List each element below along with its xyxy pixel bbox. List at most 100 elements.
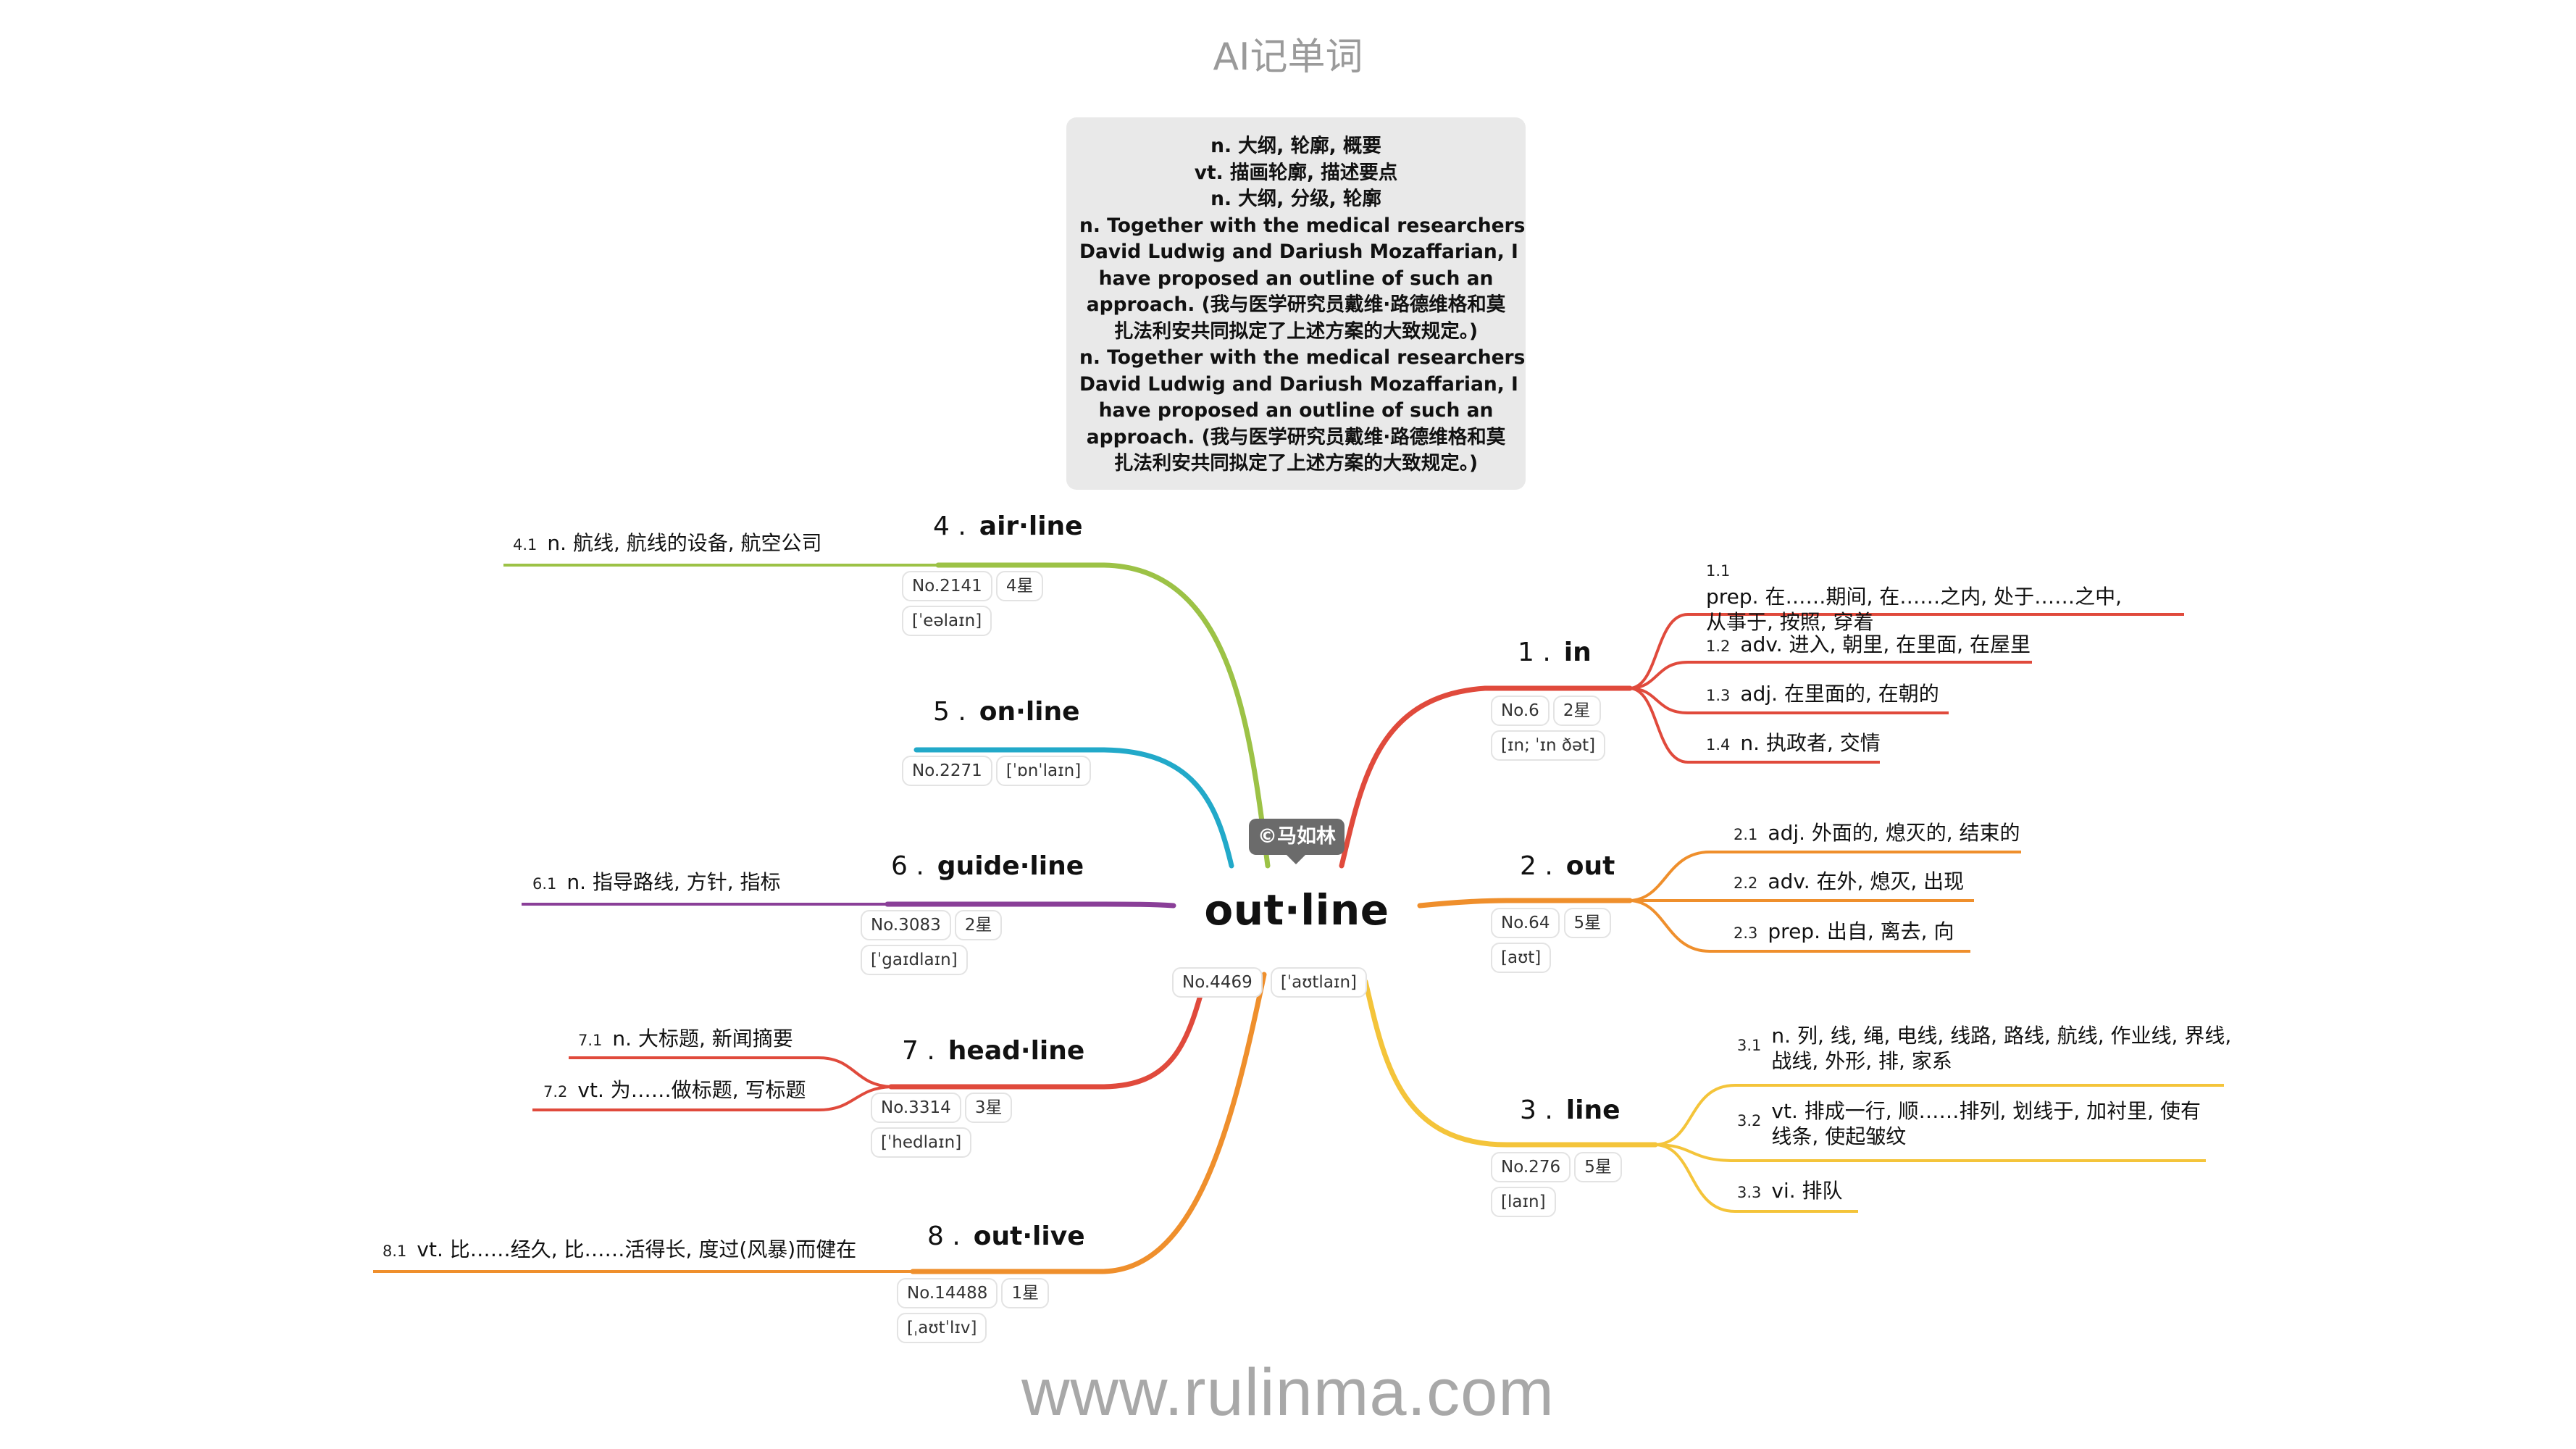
sense-number: 1.2 [1706, 638, 1731, 655]
branch-number: 3 . [1520, 1095, 1553, 1125]
sub-connector-7-1 [569, 1056, 892, 1088]
definition-line: n. 大纲, 轮廓, 概要 [1210, 135, 1381, 157]
sense-text: adj. 在里面的, 在朝的 [1740, 682, 1939, 706]
sub-connector-1-1 [1629, 613, 2184, 690]
sense-text: n. 指导路线, 方针, 指标 [566, 870, 781, 894]
sense-text: adv. 进入, 朝里, 在里面, 在屋里 [1740, 632, 2031, 656]
sense-text: n. 航线, 航线的设备, 航空公司 [547, 531, 822, 555]
branch-number: 5 . [933, 697, 966, 727]
rank-tag: No.6 [1491, 696, 1550, 726]
branch-word: air·line [979, 511, 1083, 541]
central-rank-tag: No.4469 [1172, 967, 1263, 998]
sense-number: 4.1 [513, 536, 538, 554]
phonetic-tag: [ˈɒnˈlaɪn] [995, 756, 1092, 786]
footer-url[interactable]: www.rulinma.com [1021, 1356, 1555, 1429]
definition-line: approach. (我与医学研究员戴维·路德维格和莫 [1086, 293, 1506, 316]
branch-line-label[interactable]: 3 . line [1520, 1095, 1621, 1125]
sense-item: 1.1prep. 在……期间, 在……之内, 处于……之中, 从事于, 按照, … [1706, 556, 2170, 635]
rank-tag: No.2141 [902, 571, 992, 601]
sense-item: 1.2 adv. 进入, 朝里, 在里面, 在屋里 [1706, 632, 2031, 659]
definition-line: 扎法利安共同拟定了上述方案的大致规定。) [1113, 320, 1479, 343]
branch-airline-label[interactable]: 4 . air·line [933, 511, 1083, 541]
header-title: AI记单词 [1213, 36, 1363, 79]
connector-in [1339, 685, 1633, 869]
rank-tag: No.3083 [861, 910, 951, 940]
stars-tag: 5星 [1563, 908, 1612, 938]
definition-line: David Ludwig and Dariush Mozaffarian, I [1079, 241, 1518, 263]
rank-tag: No.276 [1491, 1152, 1571, 1182]
sub-connector-1-3 [1629, 687, 1949, 714]
phonetic-tag: [ˈgaɪdlaɪn] [861, 945, 968, 975]
stars-tag: 5星 [1574, 1152, 1622, 1182]
branch-guideline-meta: No.3083 2星 [ˈgaɪdlaɪn] [861, 910, 1003, 975]
connector-guideline [885, 901, 1176, 909]
branch-airline-meta: No.2141 4星 [ˈeəlaɪn] [902, 571, 1044, 636]
sense-number: 6.1 [532, 875, 557, 893]
sense-number: 7.2 [543, 1083, 568, 1101]
branch-in-label[interactable]: 1 . in [1518, 638, 1592, 667]
branch-word: on·line [979, 697, 1080, 727]
branch-word: head·line [948, 1036, 1085, 1066]
sense-text: adj. 外面的, 熄灭的, 结束的 [1768, 821, 2020, 845]
sense-text: adv. 在外, 熄灭, 出现 [1768, 869, 1965, 893]
sense-number: 1.1 [1706, 562, 1731, 580]
branch-guideline-label[interactable]: 6 . guide·line [891, 851, 1084, 881]
central-word[interactable]: out·line [1204, 885, 1389, 935]
sense-number: 2.2 [1734, 874, 1758, 892]
sense-text: n. 列, 线, 绳, 电线, 线路, 路线, 航线, 作业线, 界线, 战线,… [1771, 1024, 2232, 1073]
branch-number: 7 . [902, 1036, 935, 1066]
branch-headline-label[interactable]: 7 . head·line [902, 1036, 1084, 1066]
phonetic-tag: [laɪn] [1491, 1187, 1556, 1217]
phonetic-tag: [ɪn; ˈɪn ðət] [1491, 730, 1606, 761]
definition-line: n. Together with the medical researchers [1079, 346, 1526, 369]
definition-line: n. Together with the medical researchers [1079, 214, 1526, 237]
branch-number: 8 . [927, 1222, 961, 1251]
sense-item: 4.1 n. 航线, 航线的设备, 航空公司 [513, 530, 822, 558]
stars-tag: 2星 [1552, 696, 1601, 726]
sense-item: 6.1 n. 指导路线, 方针, 指标 [532, 869, 781, 897]
definition-line: David Ludwig and Dariush Mozaffarian, I [1079, 372, 1518, 396]
sub-connector-3-2 [1655, 1143, 2206, 1162]
sense-text: vt. 排成一行, 顺……排列, 划线于, 加衬里, 使有线条, 使起皱纹 [1771, 1099, 2201, 1148]
sense-text: n. 执政者, 交情 [1740, 731, 1881, 755]
branch-number: 1 . [1518, 638, 1551, 667]
sense-text: vi. 排队 [1771, 1179, 1843, 1203]
definition-box: n. 大纲, 轮廓, 概要 vt. 描画轮廓, 描述要点 n. 大纲, 分级, … [1066, 117, 1526, 490]
central-phonetic-tag: [ˈaʊtlaɪn] [1270, 967, 1368, 998]
branch-number: 6 . [891, 851, 924, 881]
sense-number: 3.3 [1737, 1184, 1762, 1201]
branch-number: 4 . [933, 511, 966, 541]
phonetic-tag: [aʊt] [1491, 943, 1552, 973]
sub-connector-3-1 [1655, 1084, 2224, 1146]
sub-connector-3-3 [1655, 1143, 1858, 1213]
branch-out-meta: No.64 5星 [aʊt] [1491, 908, 1612, 973]
branch-word: line [1565, 1095, 1621, 1125]
branch-out-label[interactable]: 2 .out [1520, 851, 1615, 881]
sub-connector-1-4 [1629, 687, 1880, 764]
rank-tag: No.64 [1491, 908, 1560, 938]
branch-outlive-label[interactable]: 8 . out·live [927, 1222, 1085, 1251]
branch-word: guide·line [937, 851, 1084, 881]
stars-tag: 2星 [954, 910, 1003, 940]
definition-line: 扎法利安共同拟定了上述方案的大致规定。) [1113, 452, 1479, 475]
definition-line: approach. (我与医学研究员戴维·路德维格和莫 [1086, 425, 1506, 448]
branch-online-meta: No.2271 [ˈɒnˈlaɪn] [902, 756, 1092, 786]
phonetic-tag: [ˈhedlaɪn] [871, 1127, 972, 1158]
connector-out [1417, 898, 1633, 909]
branch-word: in [1563, 638, 1592, 667]
sense-text: n. 大标题, 新闻摘要 [612, 1027, 793, 1051]
stars-tag: 4星 [995, 571, 1044, 601]
connector-line [1363, 979, 1658, 1148]
central-meta: No.4469 [ˈaʊtlaɪn] [1172, 967, 1368, 998]
branch-word: out·live [973, 1222, 1085, 1251]
credit-badge: ©马如林 [1249, 819, 1345, 855]
branch-online-label[interactable]: 5 . on·line [933, 697, 1080, 727]
